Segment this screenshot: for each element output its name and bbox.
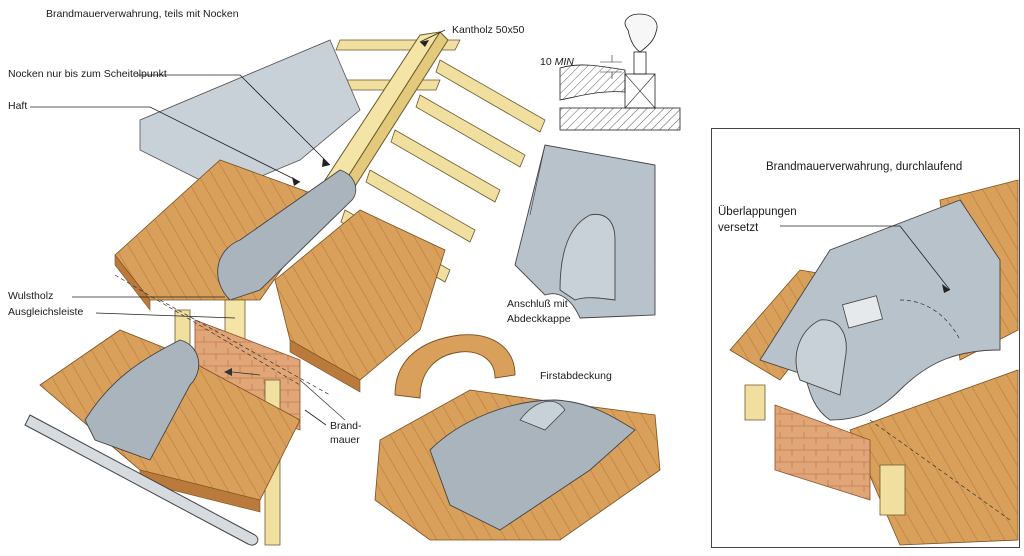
label-ueberlappungen: Überlappungen bbox=[718, 206, 797, 218]
label-anschluss-2: Abdeckkappe bbox=[507, 313, 571, 325]
label-brandmauer-2: mauer bbox=[330, 434, 360, 446]
label-wulstholz: Wulstholz bbox=[8, 290, 54, 302]
label-min: 10 MIN bbox=[540, 56, 574, 69]
panel-illustration bbox=[729, 179, 1019, 546]
label-min-value: 10 bbox=[540, 56, 552, 68]
label-anschluss-1: Anschluß mit bbox=[507, 298, 568, 310]
label-haft: Haft bbox=[8, 100, 28, 112]
leader-lines bbox=[30, 29, 446, 426]
gutter bbox=[24, 414, 259, 546]
label-min-unit: MIN bbox=[554, 56, 574, 68]
label-firstabdeckung: Firstabdeckung bbox=[540, 370, 612, 382]
kantholz-section-detail bbox=[559, 13, 681, 131]
label-kantholz: Kantholz 50x50 bbox=[452, 24, 525, 36]
main-assembly bbox=[24, 31, 546, 546]
zinc-roll-lower bbox=[84, 339, 200, 461]
label-brandmauer-1: Brand- bbox=[330, 420, 362, 432]
panel-durchlaufend bbox=[711, 128, 1020, 548]
diagram-title: Brandmauerverwahrung, teils mit Nocken bbox=[46, 8, 239, 20]
anschluss-detail bbox=[514, 144, 656, 319]
panel-title: Brandmauerverwahrung, durchlaufend bbox=[766, 161, 963, 173]
firstabdeckung-detail bbox=[374, 334, 661, 541]
label-nocken: Nocken nur bis zum Scheitelpunkt bbox=[8, 68, 167, 80]
label-ausgleichsleiste: Ausgleichsleiste bbox=[8, 306, 84, 318]
zinc-roll-upper bbox=[217, 169, 357, 301]
label-versetzt: versetzt bbox=[718, 222, 759, 234]
